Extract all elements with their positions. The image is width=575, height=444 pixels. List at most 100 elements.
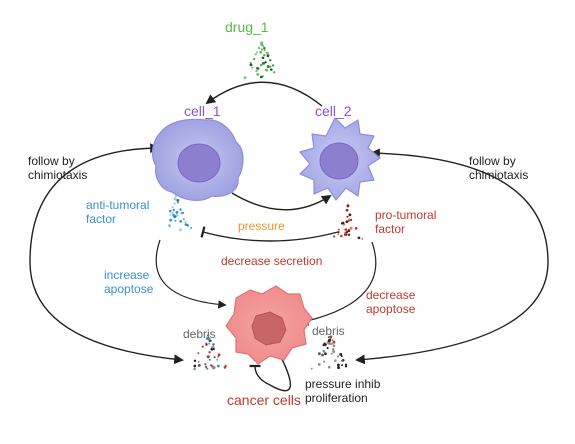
- particle: [345, 208, 349, 212]
- particle: [206, 355, 210, 359]
- particle: [208, 342, 211, 345]
- particle: [332, 348, 335, 351]
- particle: [212, 343, 215, 346]
- particle: [179, 208, 182, 211]
- particle: [176, 198, 180, 202]
- anti-label-line1: anti-tumoral: [86, 198, 150, 212]
- particle: [180, 211, 184, 215]
- particle: [174, 195, 177, 198]
- anti-label-line2: factor: [86, 212, 117, 226]
- particle: [172, 213, 175, 217]
- particle: [256, 51, 258, 54]
- follow-right-line2: chimiotaxis: [469, 168, 529, 182]
- particle: [252, 57, 256, 61]
- particle: [332, 340, 336, 344]
- particle: [266, 54, 270, 58]
- particle: [255, 69, 258, 73]
- anti-tumoral-particles: [168, 195, 193, 232]
- particle: [206, 367, 209, 370]
- particle: [330, 352, 333, 355]
- particle: [340, 234, 343, 238]
- particle: [260, 48, 264, 51]
- particle: [346, 204, 349, 207]
- particle: [193, 364, 197, 368]
- particle: [331, 339, 334, 342]
- particle: [349, 226, 353, 230]
- particle: [334, 359, 337, 362]
- cell2-nucleus: [319, 142, 359, 180]
- particle: [361, 237, 364, 240]
- particle: [336, 363, 340, 367]
- particle: [208, 358, 211, 361]
- pro-tumoral-particles: [333, 204, 364, 240]
- particle: [208, 340, 211, 343]
- particle: [327, 339, 331, 343]
- particle: [263, 53, 266, 57]
- pressure-inhib-line2: proliferation: [305, 391, 368, 405]
- particle: [190, 226, 193, 230]
- particle: [175, 214, 179, 217]
- particle: [344, 228, 348, 231]
- particle: [330, 342, 333, 346]
- particle: [256, 67, 258, 70]
- increase-apoptose-arrow: [155, 239, 227, 309]
- particle: [263, 49, 266, 52]
- right-chemotaxis-loop: [355, 148, 549, 365]
- particle: [217, 355, 220, 358]
- particle: [354, 227, 358, 230]
- particle: [347, 229, 351, 233]
- particle: [254, 53, 257, 56]
- particle: [336, 355, 340, 358]
- particle: [216, 364, 220, 368]
- particle: [323, 342, 326, 345]
- particle: [171, 205, 174, 209]
- particle: [249, 61, 252, 64]
- particle: [251, 66, 254, 69]
- particle: [169, 209, 172, 213]
- particle: [263, 46, 266, 50]
- particle: [266, 65, 270, 69]
- particle: [178, 228, 182, 232]
- particle: [172, 208, 175, 212]
- particle: [212, 348, 215, 351]
- decrease-apoptose-line2: apoptose: [366, 302, 416, 316]
- pressure-inhib-line1: pressure inhib: [305, 377, 381, 391]
- particle: [168, 224, 171, 227]
- particle: [204, 365, 208, 369]
- particle: [327, 336, 330, 339]
- particle: [323, 360, 326, 363]
- cell2-label: cell_2: [315, 103, 352, 119]
- particle: [324, 352, 327, 356]
- particle: [267, 52, 270, 54]
- particle: [206, 337, 209, 341]
- particle: [174, 219, 177, 222]
- particle: [243, 76, 247, 80]
- particle: [337, 228, 340, 231]
- drug-particles: [243, 41, 276, 80]
- particle: [348, 213, 352, 217]
- particle: [184, 223, 188, 226]
- particle: [345, 230, 349, 234]
- particle: [273, 71, 276, 74]
- particle: [327, 341, 331, 345]
- particle: [205, 343, 208, 346]
- particle: [260, 41, 264, 44]
- cancer-cells-label: cancer cells: [227, 392, 301, 408]
- particle: [176, 201, 179, 204]
- particle: [257, 46, 261, 50]
- particle: [344, 363, 348, 366]
- particle: [269, 59, 272, 62]
- debris-left-particles: [193, 334, 227, 371]
- particle: [217, 353, 221, 357]
- left-chemotaxis-loop: [29, 143, 184, 365]
- increase-apoptose-line2: apoptose: [104, 282, 154, 296]
- particle: [345, 220, 349, 224]
- debris-right-particles: [310, 335, 348, 370]
- particle: [337, 366, 341, 370]
- particle: [261, 56, 265, 60]
- particle: [339, 352, 343, 356]
- particle: [204, 363, 207, 366]
- cell1-nucleus: [177, 143, 221, 183]
